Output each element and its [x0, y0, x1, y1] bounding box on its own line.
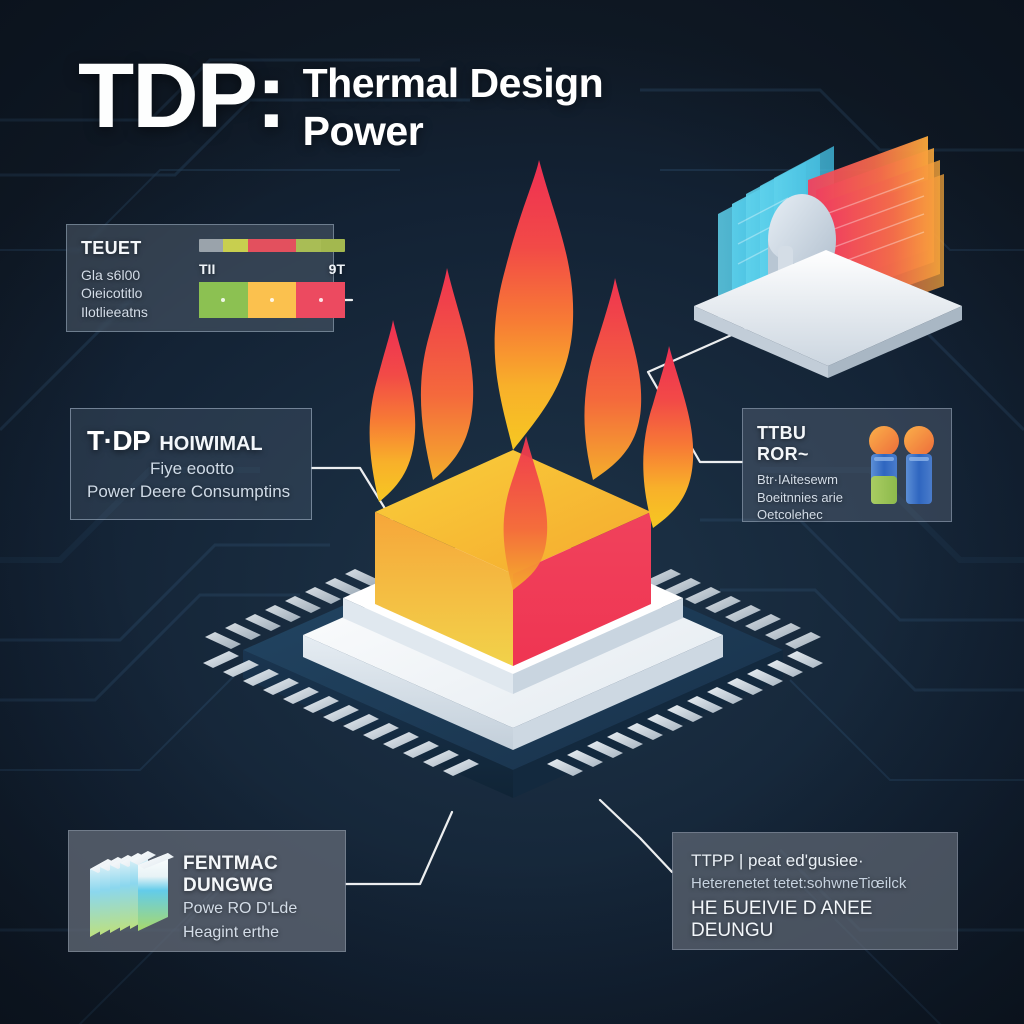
- segment-5: [296, 239, 321, 252]
- panel-ml-line-1: Fiye eootto: [149, 459, 235, 478]
- panel-bl-line-1: Powe RO D'Lde: [183, 900, 298, 918]
- title-subtitle-line2: Power: [302, 107, 424, 154]
- heat-flame-group: [369, 160, 694, 590]
- panel-bl-heading-1: FENTMAC: [183, 853, 278, 874]
- panel-bl-line-2: Heagint erthe: [183, 924, 280, 942]
- swatch-red[interactable]: [296, 282, 346, 318]
- segment-3: [247, 239, 272, 252]
- panel-tdp-nominal[interactable]: T·DP HOIWIMAL Fiye eootto Power Deere Co…: [70, 408, 312, 520]
- panel-mr-line-3: Oetcolehec: [757, 507, 823, 523]
- swatch-green[interactable]: [199, 282, 248, 318]
- panel-power-components[interactable]: TTBU ROR~ Btr·IAitesewm Boeitnnies arie …: [742, 408, 952, 522]
- panel-tl-line-1: Gla s6l00: [81, 267, 141, 283]
- title-subtitle: Thermal Design Power: [303, 60, 604, 155]
- title-acronym: TDP:: [78, 45, 287, 147]
- panel-br-line-2: Heterenetet tetet:sohwneTiœilck: [691, 875, 907, 892]
- panel-br-line-3: HE БUEIVIE D ANEE DEUNGU: [691, 898, 873, 941]
- panel-ml-acronym: T·DP: [87, 425, 151, 456]
- panel-ml-heading: HOIWIMAL: [159, 433, 263, 455]
- thermal-swatch-row: [199, 282, 346, 318]
- battery-pair-icon: [863, 423, 941, 511]
- panel-mr-line-1: Btr·IAitesewm: [757, 472, 838, 487]
- cpu-cooler-illustration: [676, 128, 968, 378]
- panel-heatsink-cooling[interactable]: FENTMAC DUNGWG Powe RO D'Lde Heagint ert…: [68, 830, 346, 952]
- thermal-segment-bar: [199, 239, 345, 252]
- swatch-label-row: TII 9T: [199, 261, 345, 277]
- segment-2: [223, 239, 248, 252]
- title-subtitle-line1: Thermal Design: [302, 60, 604, 106]
- panel-tdp-note[interactable]: TTPP | peat ed'gusiee· Heterenetet tetet…: [672, 832, 958, 950]
- capacitor-top-left: [869, 426, 899, 456]
- cooler-base: [694, 250, 962, 378]
- capacitor-top-right: [904, 426, 934, 456]
- swatch-label-right: 9T: [328, 261, 345, 277]
- panel-ml-line-2: Power Deere Consumptins: [87, 482, 291, 501]
- panel-thermal-levels[interactable]: TEUET Gla s6l00 Oieicotitlo Ilotlieeatns…: [66, 224, 346, 332]
- swatch-label-left: TII: [199, 261, 216, 277]
- segment-1: [199, 239, 224, 252]
- panel-tl-line-2: Oieicotitlo: [81, 285, 143, 302]
- page-title: TDP: Thermal Design Power: [78, 45, 604, 155]
- panel-tl-line-3: Ilotlieeatns: [81, 303, 148, 320]
- panel-bl-heading-2: DUNGWG: [183, 874, 274, 896]
- panel-tl-heading: TEUET: [81, 238, 142, 258]
- cpu-chip-with-flame-illustration: [183, 150, 843, 840]
- panel-mr-heading: TTBU ROR~: [757, 423, 809, 464]
- segment-4: [271, 239, 297, 252]
- chip-pins: [203, 569, 823, 776]
- panel-br-line-1: TTPP | peat ed'gusiee·: [691, 851, 864, 870]
- panel-mr-line-2: Boeitnnies arie: [757, 489, 843, 505]
- swatch-amber[interactable]: [247, 282, 297, 318]
- segment-6: [320, 239, 345, 252]
- heatsink-fins-icon: [79, 841, 183, 941]
